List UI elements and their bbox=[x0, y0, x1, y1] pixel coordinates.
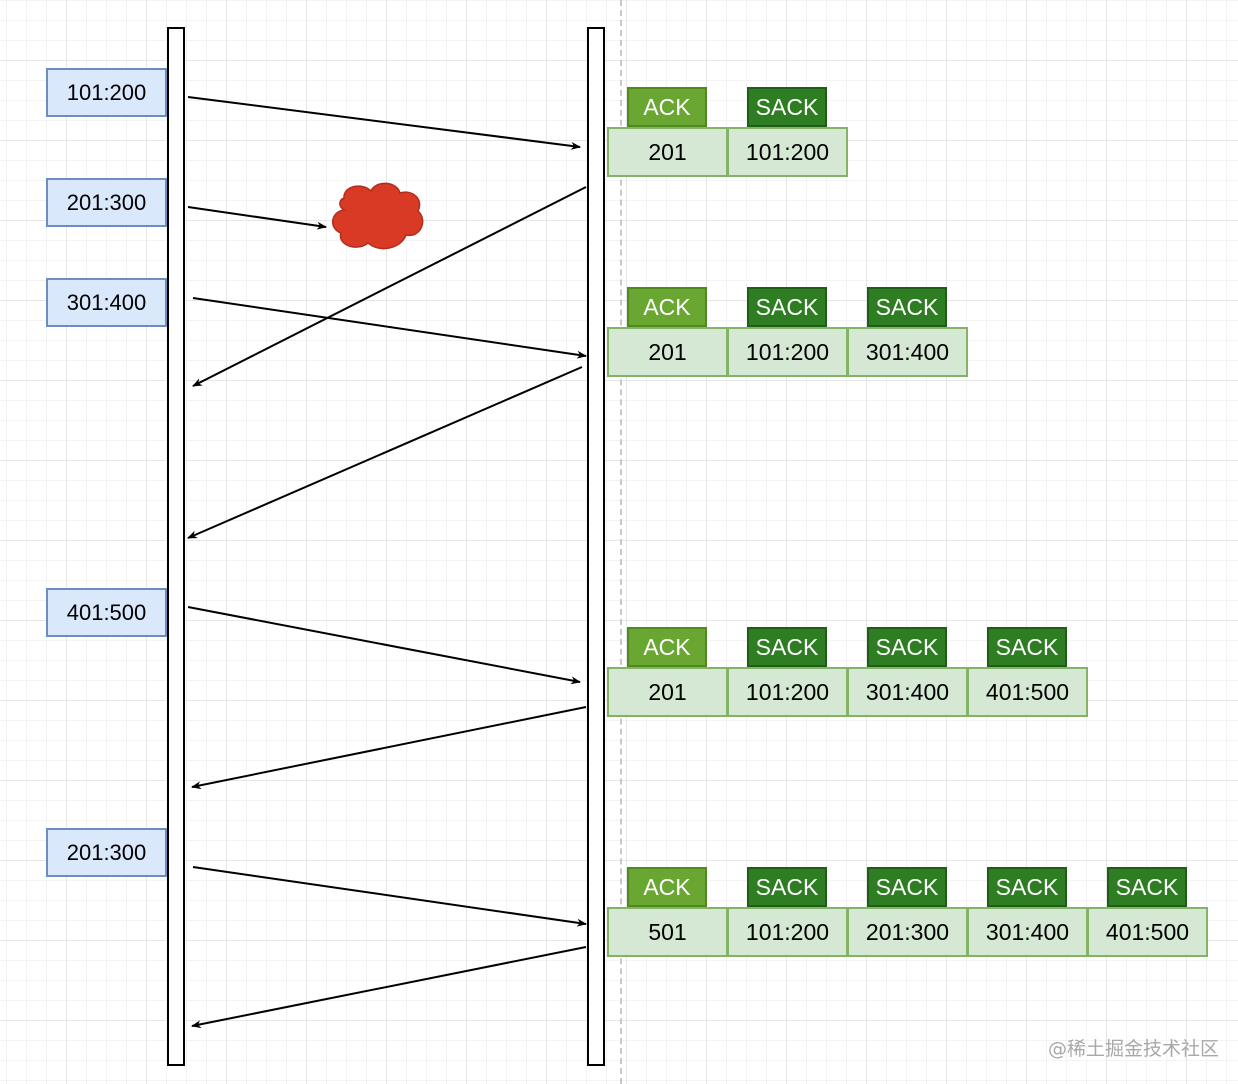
sack-tag: SACK bbox=[1107, 867, 1187, 907]
sack-tag: SACK bbox=[747, 627, 827, 667]
divider-dashed-line bbox=[620, 0, 622, 1084]
watermark: @稀土掘金技术社区 bbox=[1048, 1038, 1220, 1060]
send-arrow-401-500 bbox=[187, 606, 581, 685]
ack-arrow-2 bbox=[187, 366, 583, 539]
sack-block: 101:200 bbox=[727, 907, 848, 957]
sack-block: 401:500 bbox=[1087, 907, 1208, 957]
sack-block: 301:400 bbox=[967, 907, 1088, 957]
sack-tag: SACK bbox=[747, 87, 827, 127]
packet-loss-cloud-icon bbox=[332, 182, 424, 250]
sack-tag: SACK bbox=[867, 287, 947, 327]
sack-block: 101:200 bbox=[727, 667, 848, 717]
ack-value: 501 bbox=[607, 907, 728, 957]
ack-arrow-1 bbox=[192, 186, 587, 387]
ack-arrow-3 bbox=[191, 706, 587, 790]
ack-arrow-4 bbox=[191, 946, 587, 1029]
sack-block: 101:200 bbox=[727, 327, 848, 377]
sack-block: 401:500 bbox=[967, 667, 1088, 717]
sender-segment-2: 201:300 bbox=[46, 178, 167, 227]
sender-segment-5-retransmit: 201:300 bbox=[46, 828, 167, 877]
sender-lifeline bbox=[167, 27, 185, 1066]
sack-tag: SACK bbox=[747, 867, 827, 907]
send-arrow-201-300-retransmit bbox=[192, 866, 587, 927]
sack-block: 101:200 bbox=[727, 127, 848, 177]
send-arrow-301-400 bbox=[192, 297, 587, 359]
sack-block: 201:300 bbox=[847, 907, 968, 957]
ack-tag: ACK bbox=[627, 87, 707, 127]
ack-value: 201 bbox=[607, 327, 728, 377]
send-arrow-101-200 bbox=[187, 96, 581, 150]
ack-tag: ACK bbox=[627, 287, 707, 327]
sender-segment-3: 301:400 bbox=[46, 278, 167, 327]
sack-tag: SACK bbox=[987, 627, 1067, 667]
ack-tag: ACK bbox=[627, 627, 707, 667]
sack-tag: SACK bbox=[987, 867, 1067, 907]
sack-tag: SACK bbox=[867, 627, 947, 667]
sack-block: 301:400 bbox=[847, 667, 968, 717]
sack-tag: SACK bbox=[867, 867, 947, 907]
sack-block: 301:400 bbox=[847, 327, 968, 377]
sender-segment-1: 101:200 bbox=[46, 68, 167, 117]
ack-value: 201 bbox=[607, 127, 728, 177]
ack-tag: ACK bbox=[627, 867, 707, 907]
ack-value: 201 bbox=[607, 667, 728, 717]
receiver-lifeline bbox=[587, 27, 605, 1066]
sack-tag: SACK bbox=[747, 287, 827, 327]
send-arrow-201-300-lost bbox=[187, 206, 327, 230]
sender-segment-4: 401:500 bbox=[46, 588, 167, 637]
